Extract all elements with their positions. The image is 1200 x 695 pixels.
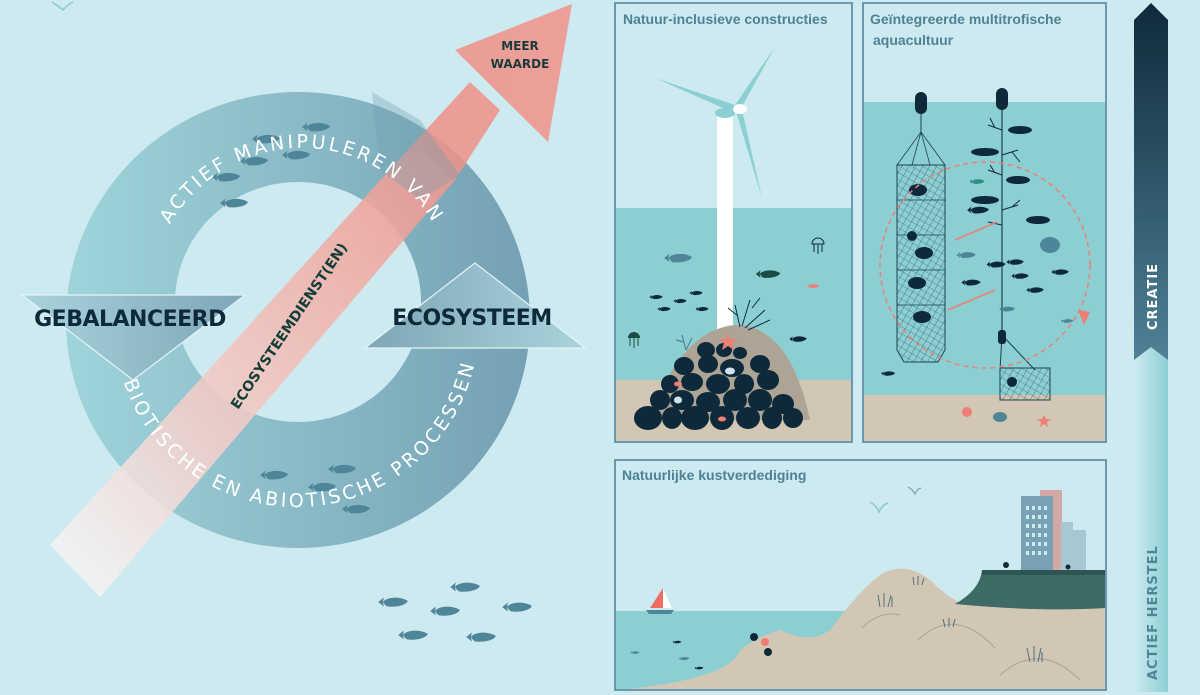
person-icon bbox=[1003, 562, 1009, 568]
panel-natural-coastal-defense: Natuurlijke kustverdediging bbox=[614, 459, 1107, 691]
arrow-head bbox=[455, 4, 572, 142]
scale-bar-top-label: CREATIE bbox=[1146, 263, 1161, 330]
ecosystem-cycle: ACTIEF MANIPULEREN VAN BIOTISCHE EN ABIO… bbox=[20, 4, 587, 642]
buoy-icon bbox=[996, 88, 1008, 110]
panel-title-line2: aquacultuur bbox=[873, 32, 954, 48]
panel-border bbox=[862, 2, 1107, 443]
fish-icon bbox=[378, 597, 408, 607]
jellyfish-icon bbox=[628, 332, 640, 338]
reef bbox=[750, 633, 772, 656]
cycle-arrow-icon bbox=[1078, 310, 1090, 325]
building bbox=[1021, 496, 1053, 570]
gebalanceerd-label: GEBALANCEERD bbox=[34, 307, 226, 332]
panel-border bbox=[614, 459, 1107, 691]
ecosysteem-label: ECOSYSTEEM bbox=[392, 306, 551, 331]
arrow-shaft-text: ECOSYSTEEMDIENST(EN) bbox=[228, 240, 351, 412]
buoy-icon bbox=[915, 92, 927, 114]
shell-icon bbox=[725, 367, 735, 375]
jellyfish-icon bbox=[811, 237, 825, 254]
panel-title-line1: Geïntegreerde multitrofische bbox=[870, 11, 1062, 27]
person-icon bbox=[1065, 564, 1071, 570]
panel-border bbox=[614, 2, 853, 443]
coral-icon bbox=[727, 297, 771, 331]
fish-school-loose bbox=[378, 582, 532, 642]
scale-bar-top bbox=[1134, 3, 1168, 360]
gebalanceerd-triangle bbox=[20, 294, 247, 381]
scale-bar-bottom bbox=[1134, 337, 1168, 692]
scale-bar-bottom-label: ACTIEF HERSTEL bbox=[1146, 545, 1161, 680]
sailboat-icon bbox=[646, 588, 674, 614]
wind-turbine-icon bbox=[655, 47, 775, 198]
dike bbox=[955, 570, 1105, 610]
value-arrow bbox=[50, 4, 572, 597]
coral-icon bbox=[675, 334, 693, 351]
arrow-head-text-line1: MEER bbox=[501, 39, 539, 53]
fish-icon bbox=[398, 630, 428, 640]
starfish-icon bbox=[1037, 415, 1051, 427]
seagull-icon bbox=[869, 501, 889, 514]
fish-icon bbox=[502, 602, 532, 612]
starfish-icon bbox=[719, 333, 737, 350]
sponge-icon bbox=[993, 412, 1007, 422]
panel-integrated-aquaculture: Geïntegreerde multitrofische aquacultuur bbox=[862, 2, 1107, 443]
shell-icon bbox=[674, 396, 682, 404]
dune bbox=[616, 568, 1105, 690]
lobster-icon bbox=[718, 416, 726, 422]
arrow-head-text-line2: WAARDE bbox=[491, 57, 550, 71]
crab-icon bbox=[962, 407, 972, 417]
rock-pile bbox=[634, 342, 803, 430]
building bbox=[1068, 530, 1086, 570]
fish-icon bbox=[466, 632, 496, 642]
seaweed bbox=[971, 126, 1050, 224]
scale-bar: CREATIE ACTIEF HERSTEL bbox=[1134, 3, 1168, 692]
turbine-tower bbox=[717, 110, 733, 340]
panel-title: Natuur-inclusieve constructies bbox=[623, 11, 828, 27]
fish-icon bbox=[430, 606, 460, 616]
seabed bbox=[864, 395, 1105, 441]
seagull-icon bbox=[907, 486, 922, 496]
lantern-net bbox=[896, 164, 946, 363]
mussels bbox=[907, 184, 933, 323]
nutrient-cycle bbox=[879, 161, 1091, 369]
grass bbox=[877, 576, 1043, 663]
fish-icon bbox=[220, 198, 248, 208]
panel-nature-inclusive-constructions: Natuur-inclusieve constructies bbox=[614, 2, 853, 443]
ecosysteem-triangle bbox=[363, 262, 587, 349]
shrimp-icon bbox=[674, 381, 682, 387]
seagull-icon bbox=[51, 1, 74, 12]
panel-title: Natuurlijke kustverdediging bbox=[622, 467, 806, 483]
fish-icon bbox=[450, 582, 480, 592]
